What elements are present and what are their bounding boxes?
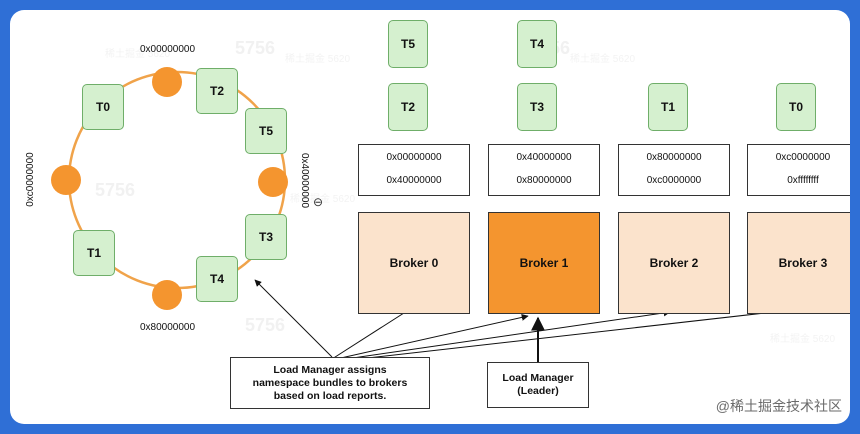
broker-2-topic: T1: [648, 83, 688, 131]
range-end: 0x80000000: [516, 175, 572, 186]
zoom-icon[interactable]: ⊖: [313, 195, 324, 209]
ring-topic-t5: T5: [245, 108, 287, 154]
range-end: 0x40000000: [386, 175, 442, 186]
ring-topic-t3: T3: [245, 214, 287, 260]
arrow-to-broker-3: [331, 306, 801, 363]
note-line: (Leader): [517, 385, 559, 397]
range-start: 0x80000000: [646, 152, 702, 163]
diagram-lines: [51, 67, 801, 363]
range-end: 0xffffffff: [787, 175, 819, 186]
broker-1-topic: T3: [517, 83, 557, 131]
note-line: Load Manager assigns: [273, 364, 387, 376]
range-end: 0xc0000000: [646, 175, 702, 186]
broker-1: Broker 1: [488, 212, 600, 314]
range-start: 0x00000000: [386, 152, 442, 163]
note-line: based on load reports.: [273, 390, 387, 402]
broker-3: Broker 3: [747, 212, 850, 314]
ring-label-left: 0xc0000000: [24, 152, 36, 207]
ring-node-left: [51, 165, 81, 195]
ring-topic-t4: T4: [196, 256, 238, 302]
ring-topic-t2: T2: [196, 68, 238, 114]
arrow-to-ring: [254, 279, 333, 358]
ring-node-bottom: [152, 280, 182, 310]
load-manager-note: Load Manager assigns namespace bundles t…: [230, 357, 430, 409]
broker-1-range: 0x40000000 0x80000000: [488, 144, 600, 196]
broker-0-topic-upper: T5: [388, 20, 428, 68]
ring-topic-t0: T0: [82, 84, 124, 130]
load-manager-leader-note: Load Manager (Leader): [487, 362, 589, 408]
broker-2: Broker 2: [618, 212, 730, 314]
broker-0-topic: T2: [388, 83, 428, 131]
note-line: namespace bundles to brokers: [252, 377, 408, 389]
broker-2-range: 0x80000000 0xc0000000: [618, 144, 730, 196]
ring-label-top: 0x00000000: [140, 44, 196, 55]
broker-0: Broker 0: [358, 212, 470, 314]
broker-0-range: 0x00000000 0x40000000: [358, 144, 470, 196]
ring-node-right: [258, 167, 288, 197]
diagram-canvas: 5756 5756 5756 5756 5756 稀土掘金 5620 稀土掘金 …: [10, 10, 850, 424]
brand-watermark: @稀土掘金技术社区: [715, 398, 842, 414]
arrow-to-broker-2: [331, 309, 671, 362]
ring-label-right: 0x40000000: [299, 152, 311, 209]
arrow-to-broker-1: [331, 313, 529, 361]
broker-3-topic: T0: [776, 83, 816, 131]
range-start: 0xc0000000: [775, 152, 831, 163]
broker-3-range: 0xc0000000 0xffffffff: [747, 144, 850, 196]
broker-1-topic-upper: T4: [517, 20, 557, 68]
ring-label-bottom: 0x80000000: [140, 322, 196, 333]
ring-topic-t1: T1: [73, 230, 115, 276]
ring-node-top: [152, 67, 182, 97]
note-line: Load Manager: [502, 372, 574, 384]
range-start: 0x40000000: [516, 152, 572, 163]
